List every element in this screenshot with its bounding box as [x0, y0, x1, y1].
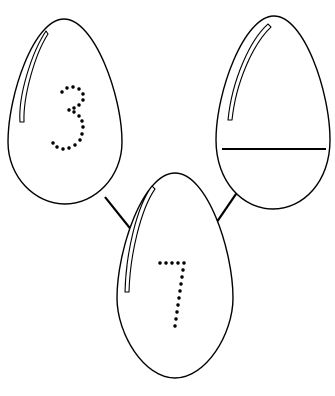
trace-dot — [173, 324, 176, 327]
trace-dot — [72, 110, 75, 113]
trace-dot — [174, 317, 177, 320]
trace-dot — [77, 87, 80, 90]
trace-dot — [81, 125, 84, 128]
trace-dot — [71, 85, 74, 88]
trace-dot — [51, 141, 54, 144]
trace-dot — [61, 147, 64, 150]
trace-dot — [55, 145, 58, 148]
trace-dot — [170, 261, 173, 264]
trace-dot — [81, 92, 84, 95]
trace-dot — [72, 106, 75, 109]
trace-dot — [176, 261, 179, 264]
trace-dot — [175, 310, 178, 313]
trace-dot — [67, 108, 70, 111]
trace-dot — [73, 143, 76, 146]
egg-part-right — [216, 16, 330, 209]
trace-dot — [182, 261, 185, 264]
trace-dot — [178, 289, 181, 292]
trace-dot — [67, 146, 70, 149]
trace-dot — [179, 282, 182, 285]
trace-dot — [181, 268, 184, 271]
trace-dot — [80, 119, 83, 122]
egg-whole — [117, 173, 233, 378]
trace-dot — [177, 296, 180, 299]
egg-outline — [8, 19, 122, 204]
trace-dot — [60, 90, 63, 93]
trace-dot — [180, 275, 183, 278]
trace-dot — [78, 138, 81, 141]
trace-dot — [77, 103, 80, 106]
trace-dot — [65, 86, 68, 89]
trace-dot — [158, 261, 161, 264]
trace-dot — [77, 114, 80, 117]
egg-outline — [117, 173, 233, 378]
trace-dot — [81, 98, 84, 101]
trace-dot — [176, 303, 179, 306]
trace-dot — [164, 261, 167, 264]
egg-part-left — [8, 19, 122, 204]
connector-left — [105, 197, 133, 232]
trace-dot — [80, 132, 83, 135]
